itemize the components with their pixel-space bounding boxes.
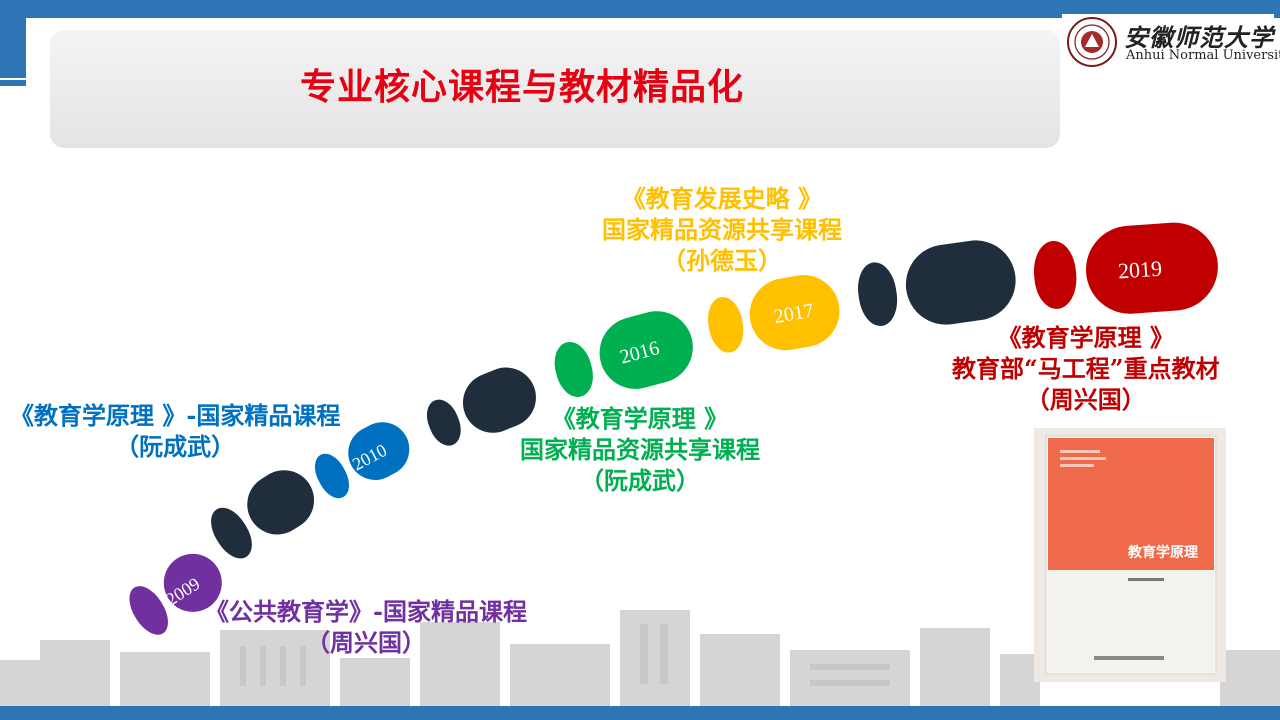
campus-skyline-image	[0, 610, 1280, 706]
milestone-label-2019: 《教育学原理 》 教育部“马工程”重点教材 （周兴国）	[952, 322, 1220, 415]
milestone-label-2010: 《教育学原理 》-国家精品课程 （阮成武）	[10, 400, 340, 462]
logo-chinese-name: 安徽师范大学	[1124, 23, 1274, 52]
course-author: （孙德玉）	[662, 246, 782, 275]
course-title: 《教育学原理 》-国家精品课程	[10, 401, 341, 430]
bottom-banner	[0, 706, 1280, 720]
logo-english-name: Anhui Normal University	[1126, 48, 1280, 63]
textbook-photo: 教育学原理	[1034, 428, 1226, 682]
course-title: 《教育学原理 》	[551, 404, 729, 433]
course-level: 国家精品资源共享课程	[520, 435, 760, 464]
milestone-label-2016: 《教育学原理 》 国家精品资源共享课程 （阮成武）	[520, 403, 760, 496]
footstep-2019: 2019	[1033, 222, 1218, 314]
footstep-heel	[129, 586, 168, 635]
course-author: （阮成武）	[115, 432, 236, 461]
footstep-2010: 2010	[314, 422, 410, 499]
footstep-dark	[858, 240, 1016, 327]
course-title: 《教育发展史略 》	[621, 184, 823, 213]
footstep-2009: 2009	[129, 553, 222, 635]
footstep-sole	[163, 553, 222, 612]
course-title: 《教育学原理 》	[997, 323, 1174, 352]
course-level: 国家精品资源共享课程	[602, 215, 842, 244]
left-accent	[0, 18, 26, 78]
milestone-label-2017: 《教育发展史略 》 国家精品资源共享课程 （孙德玉）	[602, 183, 842, 276]
textbook-cover-image	[1034, 428, 1226, 682]
course-title: 《公共教育学》-国家精品课程	[205, 597, 527, 626]
footstep-2016: 2016	[554, 311, 693, 397]
footstep-dark	[426, 367, 536, 446]
course-author: （周兴国）	[1025, 385, 1146, 414]
textbook-title: 教育学原理	[1128, 545, 1198, 561]
course-author: （阮成武）	[580, 466, 700, 495]
page-title: 专业核心课程与教材精品化	[300, 66, 745, 108]
top-banner	[0, 0, 1280, 18]
university-seal-icon	[1067, 17, 1117, 67]
course-level: 教育部“马工程”重点教材	[952, 354, 1220, 383]
title-panel	[50, 30, 1060, 148]
milestone-label-2009: 《公共教育学》-国家精品课程 （周兴国）	[205, 596, 527, 658]
left-accent-line	[0, 80, 26, 86]
footstep-2017: 2017	[707, 275, 840, 353]
footstep-year: 2019	[1117, 256, 1163, 284]
footstep-dark	[211, 470, 315, 559]
course-author: （周兴国）	[305, 628, 426, 657]
